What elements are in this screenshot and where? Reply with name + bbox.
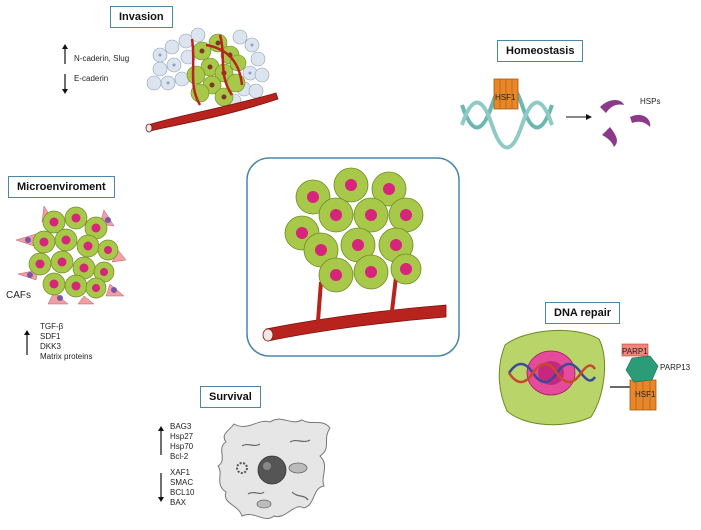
dna-icon — [507, 362, 597, 384]
microenvironment-up-item: TGF-β — [40, 322, 64, 331]
survival-up-item: BAG3 — [170, 422, 192, 431]
survival-down-list: XAF1 SMAC BCL10 BAX — [170, 468, 194, 508]
parp1-label: PARP1 — [622, 347, 648, 356]
survival-down-item: XAF1 — [170, 468, 191, 477]
survival-up-list: BAG3 Hsp27 Hsp70 Bcl-2 — [170, 422, 193, 462]
invasion-up-item: N-caderin, Slug — [74, 54, 130, 63]
survival-title: Survival — [200, 386, 261, 408]
arrow-up-icon — [24, 330, 30, 355]
dna-repair-hsf1-label: HSF1 — [635, 390, 656, 399]
invasion-down-list: E-caderin — [74, 74, 108, 84]
arrow-up-icon — [158, 426, 164, 455]
parp-complex-illustration — [621, 343, 659, 411]
central-tumor-panel — [246, 157, 460, 357]
survival-up-item: Hsp70 — [170, 442, 194, 451]
microenvironment-up-item: SDF1 — [40, 332, 61, 341]
arrow-up-icon — [62, 44, 68, 64]
dna-repair-title: DNA repair — [545, 302, 621, 324]
survival-down-item: SMAC — [170, 478, 194, 487]
survival-down-item: BCL10 — [170, 488, 195, 497]
arrow-down-icon — [158, 473, 164, 502]
invasion-down-item: E-caderin — [74, 74, 109, 83]
microenvironment-up-item: Matrix proteins — [40, 352, 93, 361]
invasion-title: Invasion — [110, 6, 173, 28]
survival-cell-illustration — [217, 418, 331, 520]
microenvironment-up-item: DKK3 — [40, 342, 61, 351]
cafs-label: CAFs — [6, 290, 31, 301]
hsf1-label: HSF1 — [495, 93, 516, 102]
invasion-up-list: N-caderin, Slug — [74, 54, 129, 64]
hsp-icons — [600, 100, 651, 147]
parp13-label: PARP13 — [660, 363, 691, 372]
parp13-icon — [625, 355, 659, 383]
arrow-down-icon — [62, 74, 68, 94]
microenvironment-up-list: TGF-β SDF1 DKK3 Matrix proteins — [40, 322, 92, 362]
homeostasis-illustration — [460, 78, 651, 150]
invasion-illustration — [145, 27, 279, 133]
survival-up-item: Bcl-2 — [170, 452, 189, 461]
dna-repair-cell-illustration — [498, 330, 606, 426]
hsps-label: HSPs — [640, 97, 661, 106]
homeostasis-title: Homeostasis — [497, 40, 584, 62]
gear-icon — [236, 462, 248, 474]
arrow-right-icon — [586, 114, 592, 120]
survival-down-item: BAX — [170, 498, 187, 507]
survival-up-item: Hsp27 — [170, 432, 194, 441]
microenvironment-title: Microenviroment — [8, 176, 115, 198]
hsf1-icon — [493, 78, 519, 110]
microenvironment-illustration — [15, 205, 127, 305]
